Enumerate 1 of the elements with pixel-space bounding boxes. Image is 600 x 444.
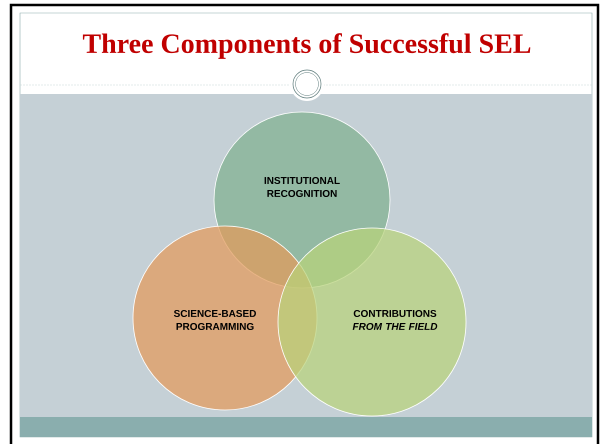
- title: Three Components of Successful SEL: [82, 33, 530, 59]
